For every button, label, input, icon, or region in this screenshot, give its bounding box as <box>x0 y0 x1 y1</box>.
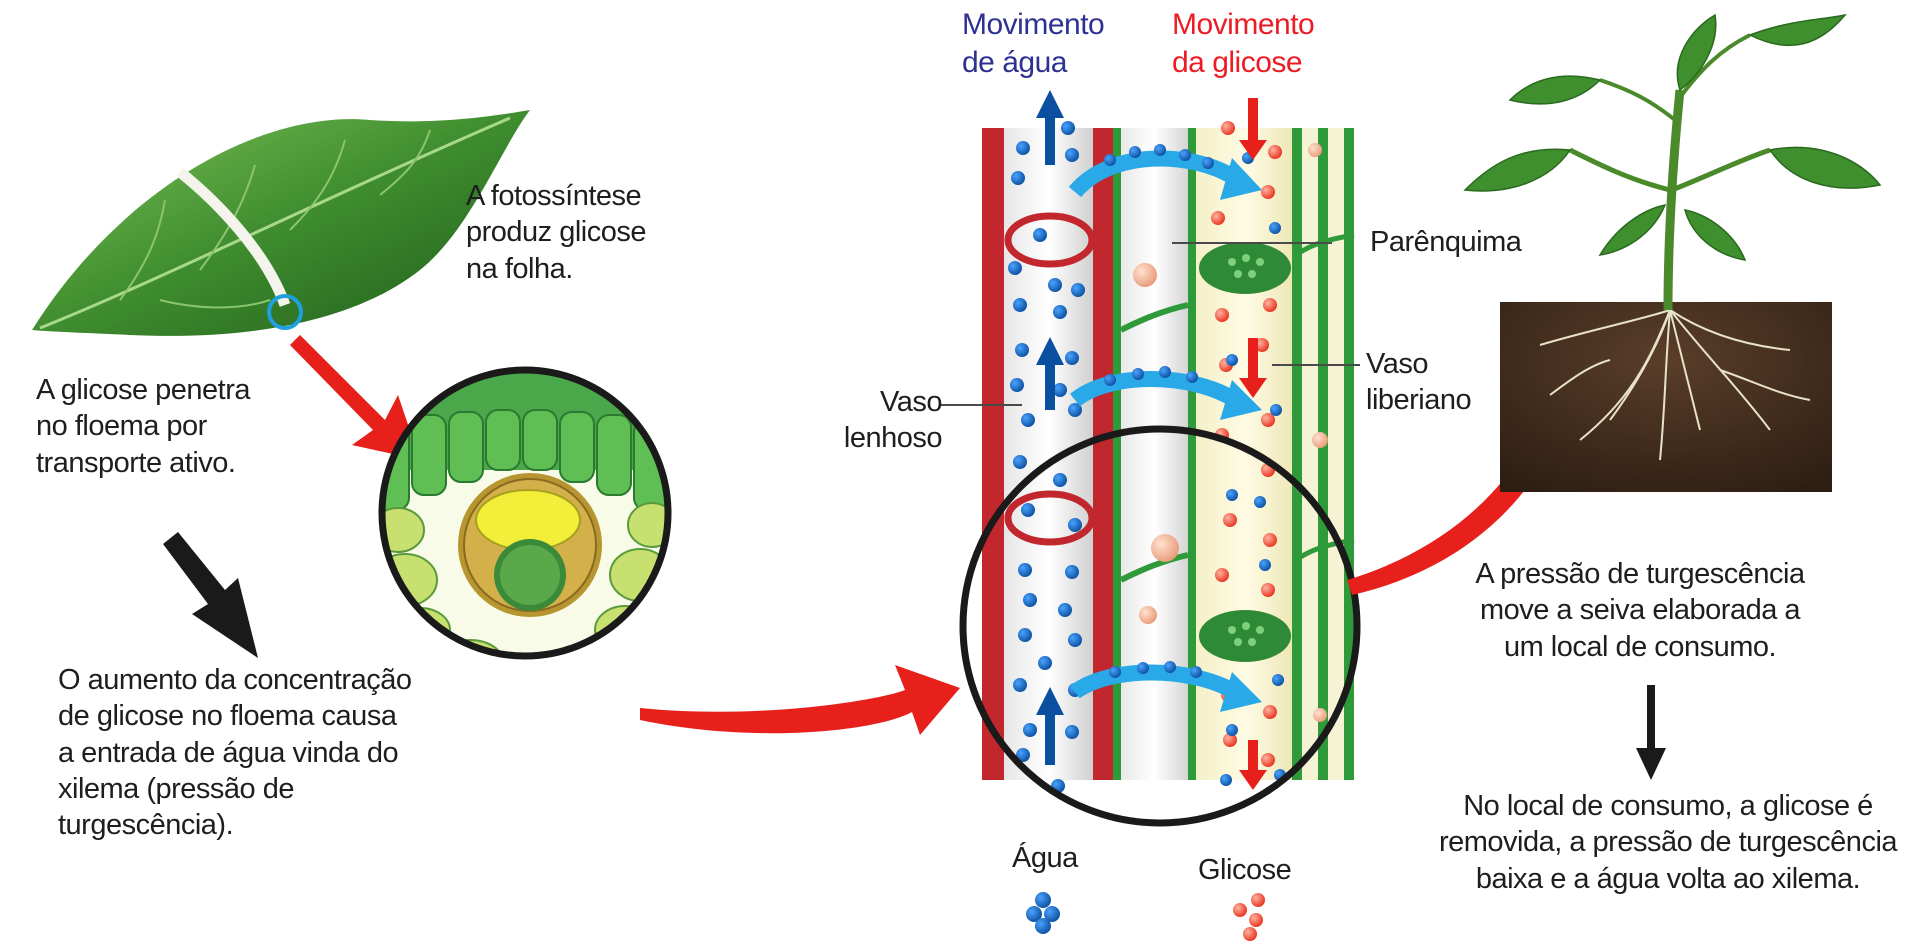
water-legend-dots <box>1026 892 1060 934</box>
concentration-label: O aumento da concentração de glicose no … <box>58 664 412 841</box>
photosynthesis-label: A fotossíntese produz glicose na folha. <box>466 180 647 285</box>
water-legend-label: Água <box>1012 842 1078 874</box>
glucose-movement-title: Movimento da glicose <box>1172 8 1315 79</box>
red-arrow-section-to-vessels <box>640 665 960 735</box>
leaf-vein-highlight <box>267 294 303 330</box>
glucose-legend-label: Glicose <box>1198 854 1292 886</box>
vessel-section <box>959 90 1361 827</box>
black-arrow-down <box>163 532 258 658</box>
glucose-enters-label: A glicose penetra no floema por transpor… <box>36 374 250 479</box>
leaf-illustration <box>32 110 530 336</box>
water-movement-title: Movimento de água <box>962 8 1105 79</box>
consumption-label: No local de consumo, a glicose é removid… <box>1438 790 1898 895</box>
xylem-vessel-label: Vaso lenhoso <box>843 386 943 455</box>
parenchyma-label: Parênquima <box>1370 226 1522 258</box>
black-arrow-consumption <box>1636 685 1666 780</box>
glucose-legend-dots <box>1233 893 1265 941</box>
plant-illustration <box>1463 13 1882 492</box>
phloem-vessel-label: Vaso liberiano <box>1366 348 1472 417</box>
leaf-cross-section <box>378 366 672 660</box>
red-arrow-leaf-to-section <box>290 335 420 460</box>
turgor-moves-label: A pressão de turgescência move a seiva e… <box>1475 558 1805 663</box>
